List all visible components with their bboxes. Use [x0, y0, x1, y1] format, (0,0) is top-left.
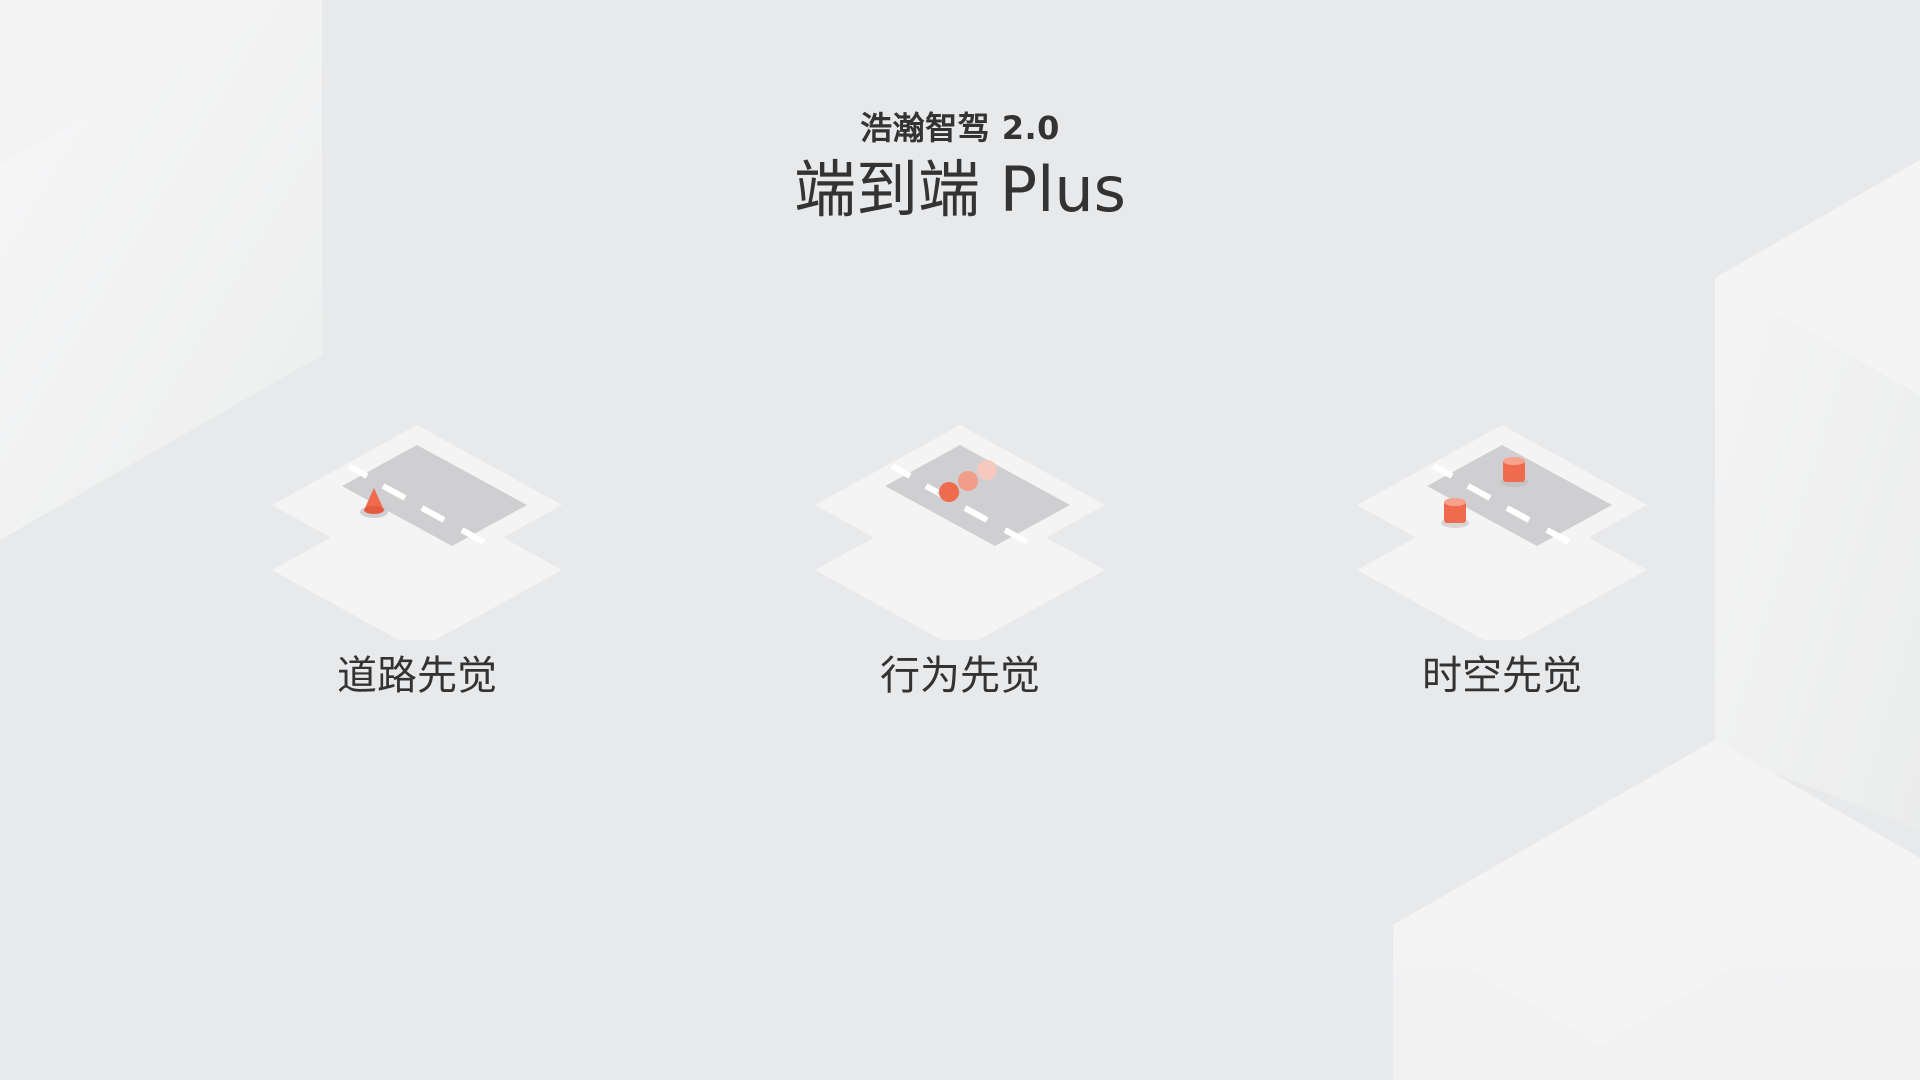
product-subtitle: 浩瀚智驾 2.0: [860, 109, 1060, 147]
feature-label-road: 道路先觉: [337, 653, 497, 699]
feature-label-spacetime: 时空先觉: [1422, 653, 1582, 699]
feature-label-behavior: 行为先觉: [880, 653, 1040, 699]
feature-spacetime-foresight: 时空先觉: [1337, 400, 1667, 720]
road-cone-icon: [272, 425, 562, 640]
road-motion-icon: [815, 425, 1105, 640]
feature-behavior-foresight: 行为先觉: [795, 400, 1125, 720]
page-title: 端到端 Plus: [794, 153, 1126, 226]
feature-road-foresight: 道路先觉: [252, 400, 582, 720]
header: 浩瀚智驾 2.0 端到端 Plus: [0, 108, 1920, 230]
road-obstacles-icon: [1357, 425, 1647, 640]
